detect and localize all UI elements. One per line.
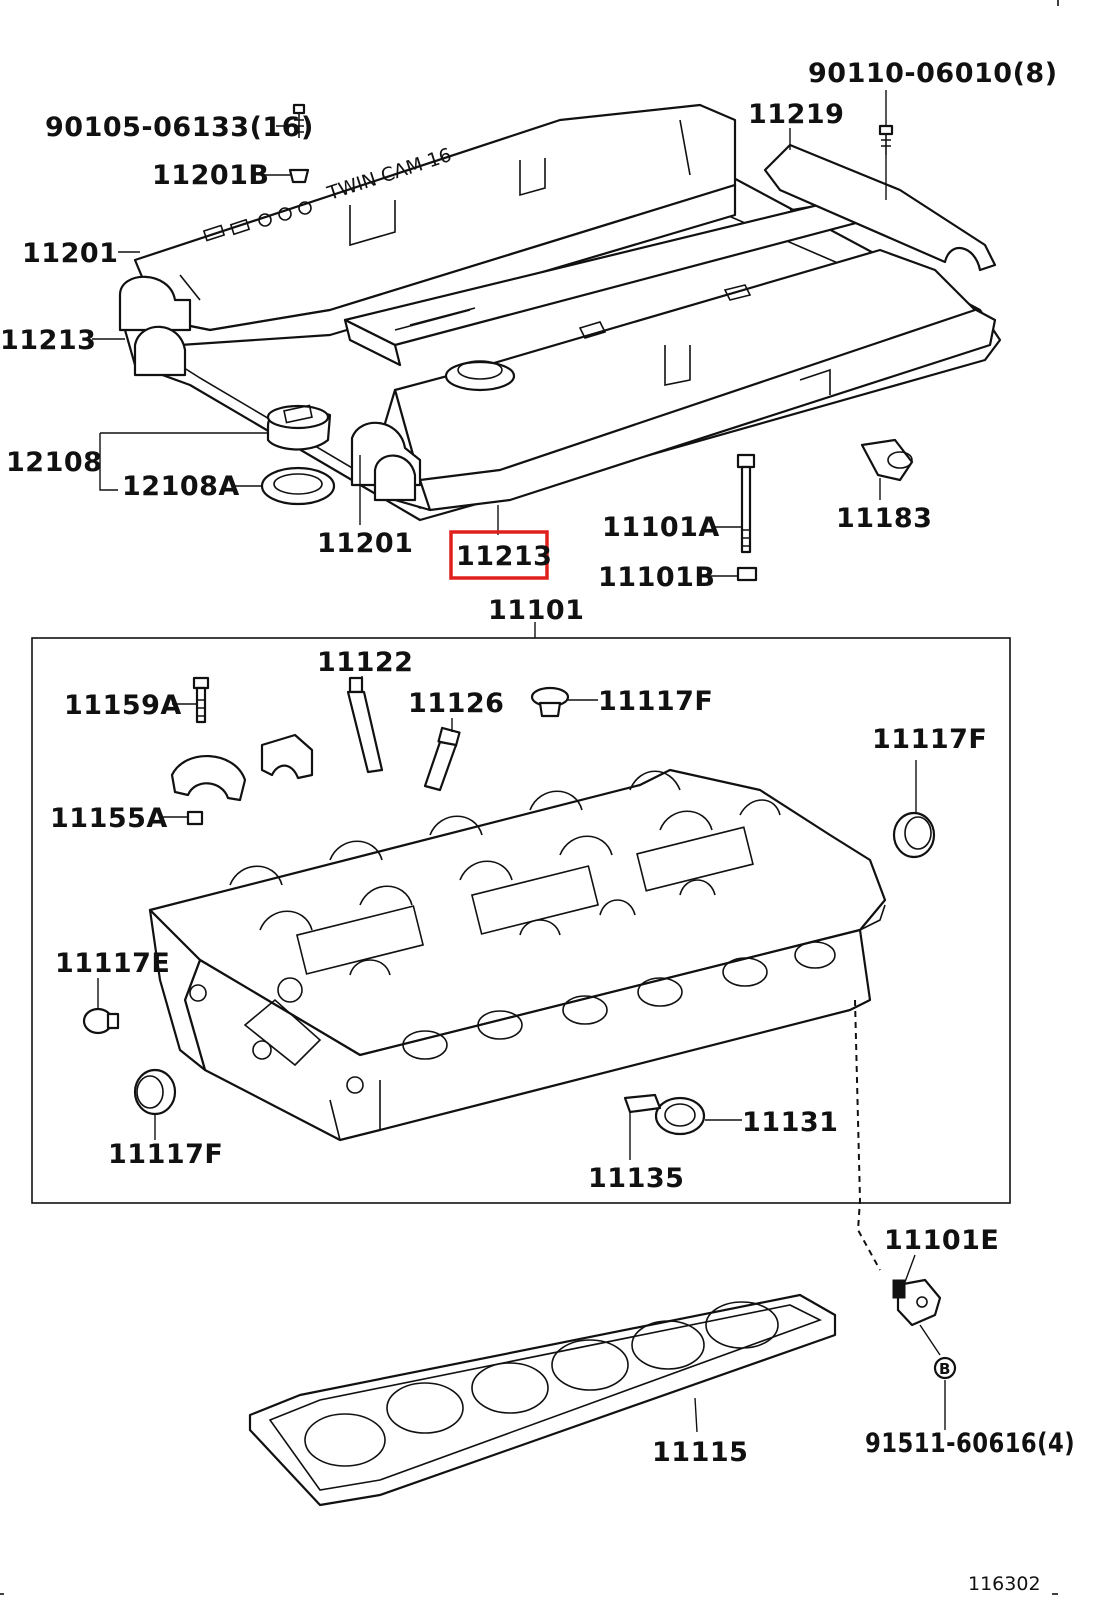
label-11101e[interactable]: 11101E xyxy=(884,1225,999,1256)
catalog-number: 116302 xyxy=(968,1573,1041,1595)
valve-guide-11122-icon[interactable] xyxy=(346,676,384,774)
label-11201-top[interactable]: 11201 xyxy=(22,238,118,269)
sensor-11101e-icon[interactable] xyxy=(892,1278,942,1327)
plug-cover[interactable] xyxy=(343,143,997,367)
label-90105[interactable]: 90105-06133(16) xyxy=(45,112,314,143)
oil-filler-cap-gasket[interactable] xyxy=(260,466,336,506)
label-11101b[interactable]: 11101B xyxy=(598,562,716,593)
leader-lines-lower xyxy=(97,676,946,1433)
label-11115[interactable]: 11115 xyxy=(652,1437,748,1468)
plug-11117e-icon[interactable] xyxy=(82,1007,120,1035)
nut-11101b-icon[interactable] xyxy=(736,566,758,582)
valve-cover-rear[interactable]: TWIN CAM 16 xyxy=(118,103,1002,522)
valve-guide-11126-icon[interactable] xyxy=(423,726,461,792)
corner-ticks xyxy=(0,0,1059,1595)
bolt-90105-icon[interactable] xyxy=(292,103,306,138)
label-12108a[interactable]: 12108A xyxy=(122,471,240,502)
plug-11117f-right-icon[interactable] xyxy=(892,811,936,859)
label-11126[interactable]: 11126 xyxy=(408,688,504,719)
label-11101[interactable]: 11101 xyxy=(488,595,584,626)
cylinder-head-group-box xyxy=(31,637,1011,1204)
label-11213-top[interactable]: 11213 xyxy=(0,325,96,356)
cylinder-head[interactable] xyxy=(148,768,887,1142)
label-11155a[interactable]: 11155A xyxy=(50,803,168,834)
label-12108[interactable]: 12108 xyxy=(6,447,102,478)
label-91511[interactable]: 91511-60616(4) xyxy=(865,1428,1075,1459)
label-11117f-right[interactable]: 11117F xyxy=(872,724,987,755)
bolt-11159a-icon[interactable] xyxy=(192,676,210,724)
label-11201b[interactable]: 11201B xyxy=(152,160,270,191)
plug-11117f-top-icon[interactable] xyxy=(530,686,570,718)
valve-cover-front[interactable] xyxy=(350,248,997,512)
grommet-11201b-icon[interactable] xyxy=(288,168,310,184)
head-gasket[interactable] xyxy=(248,1293,837,1507)
bolt-90110-icon[interactable] xyxy=(878,124,894,155)
circle-b-label: B xyxy=(939,1360,950,1378)
label-11183[interactable]: 11183 xyxy=(836,503,932,534)
label-11117f-top[interactable]: 11117F xyxy=(598,686,713,717)
label-11219[interactable]: 11219 xyxy=(748,99,844,130)
pin-11155a-icon[interactable] xyxy=(186,810,204,826)
label-11159a[interactable]: 11159A xyxy=(64,690,182,721)
bearing-cap-11155-icon[interactable] xyxy=(170,733,314,802)
seal-11131-icon[interactable] xyxy=(654,1096,706,1136)
label-11201-bottom[interactable]: 11201 xyxy=(317,528,413,559)
leader-lines-upper xyxy=(92,90,887,638)
part-labels: 90105-06133(16) 90110-06010(8) 11219 112… xyxy=(0,58,1075,1595)
label-11117e[interactable]: 11117E xyxy=(55,948,170,979)
label-11135[interactable]: 11135 xyxy=(588,1163,684,1194)
label-11117f-bottom[interactable]: 11117F xyxy=(108,1139,223,1170)
label-11213-highlight[interactable]: 11213 xyxy=(456,541,552,572)
label-90110[interactable]: 90110-06010(8) xyxy=(808,58,1058,89)
circle-b-icon: B xyxy=(933,1356,957,1380)
label-11101a[interactable]: 11101A xyxy=(602,512,720,543)
gasket-11135-icon[interactable] xyxy=(623,1093,662,1114)
dashed-connector xyxy=(854,999,881,1271)
label-11122[interactable]: 11122 xyxy=(317,647,413,678)
part-11183-icon[interactable] xyxy=(860,438,914,482)
stud-11101a-icon[interactable] xyxy=(736,453,756,554)
oil-filler-cap[interactable] xyxy=(266,404,332,451)
highlight-box[interactable] xyxy=(449,530,549,580)
label-11131[interactable]: 11131 xyxy=(742,1107,838,1138)
plug-11117f-bottom-icon[interactable] xyxy=(133,1068,177,1116)
